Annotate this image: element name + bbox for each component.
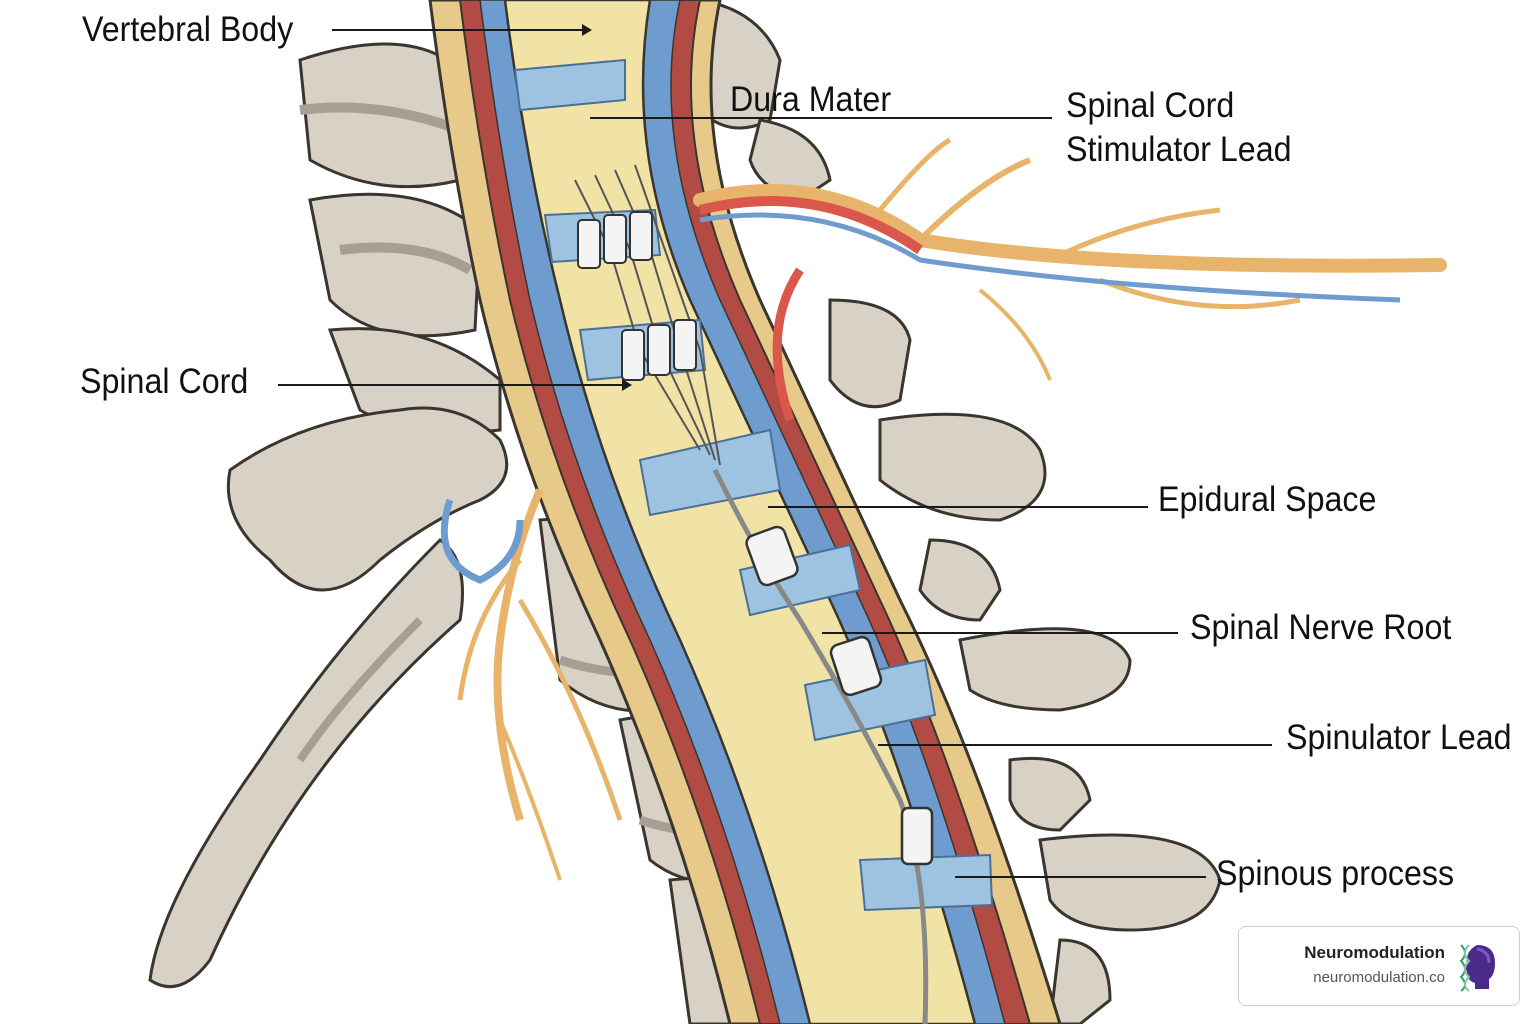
stimulator-leads <box>574 164 934 1024</box>
badge-url: neuromodulation.co <box>1313 969 1445 986</box>
label-spinous-process: Spinous process <box>1216 854 1455 893</box>
label-spinal-nerve-root: Spinal Nerve Root <box>1190 608 1452 647</box>
label-spinulator-lead: Spinulator Lead <box>1286 718 1512 757</box>
label-epidural-space: Epidural Space <box>1158 480 1377 519</box>
leader-lines <box>278 24 1272 878</box>
vertebrae-right <box>698 0 1222 1024</box>
neuromodulation-logo-icon <box>1459 944 1495 992</box>
brand-badge[interactable]: Neuromodulation neuromodulation.co <box>1238 926 1520 1006</box>
badge-title: Neuromodulation <box>1304 943 1445 962</box>
label-scs-lead-line1: Spinal Cord <box>1066 86 1235 125</box>
label-dura-mater: Dura Mater <box>730 80 892 119</box>
label-spinal-cord: Spinal Cord <box>80 362 249 401</box>
label-scs-lead-line2: Stimulator Lead <box>1066 130 1292 169</box>
nerves <box>440 137 1447 881</box>
label-vertebral-body: Vertebral Body <box>82 10 294 49</box>
